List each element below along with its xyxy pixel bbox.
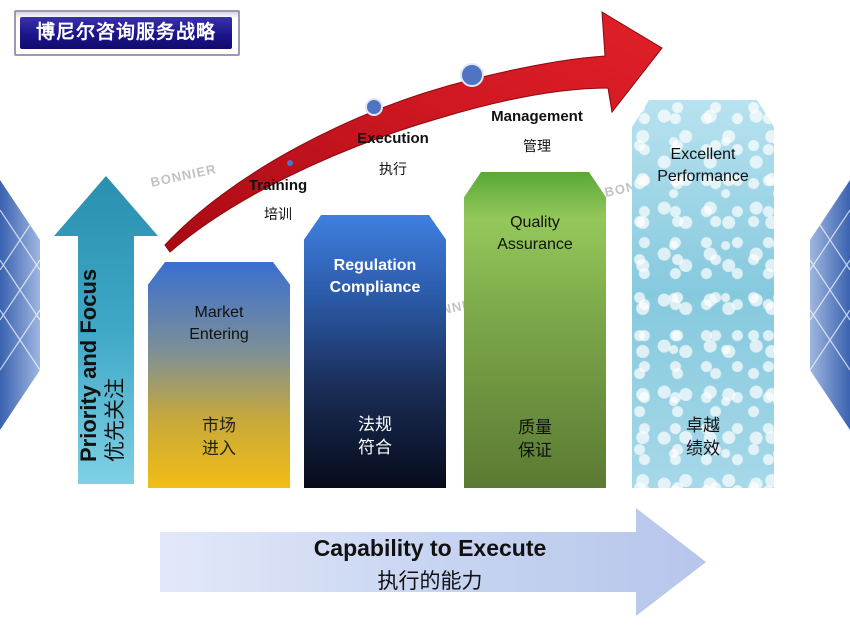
priority-up-arrow bbox=[54, 176, 158, 484]
pillar-quality-assurance: Quality Assurance 质量 保证 bbox=[464, 172, 606, 488]
management-dot-icon bbox=[460, 63, 484, 87]
pillar-cn-label: 法规 符合 bbox=[358, 415, 392, 457]
pillar-excellent-performance: Excellent Performance 卓越 绩效 bbox=[632, 100, 774, 488]
pillar-en-label: Market Entering bbox=[189, 304, 249, 343]
execution-dot-icon bbox=[365, 98, 383, 116]
pillar-cn-label: 质量 保证 bbox=[518, 418, 552, 460]
capability-axis-en: Capability to Execute bbox=[313, 535, 547, 561]
page-title: 博尼尔咨询服务战略 bbox=[35, 22, 216, 43]
pillar-cn-label: 市场 进入 bbox=[202, 416, 236, 458]
pillar-regulation-compliance: Regulation Compliance 法规 符合 bbox=[304, 215, 446, 488]
stage-label-management: Management bbox=[491, 108, 583, 125]
stage-label-training: Training bbox=[248, 177, 308, 194]
priority-axis-en: Priority and Focus bbox=[76, 268, 101, 462]
pillar-market-entering: Market Entering 市场 进入 bbox=[148, 262, 290, 488]
stage-label-execution: Execution bbox=[357, 130, 429, 147]
pillar-cn-label: 卓越 绩效 bbox=[686, 416, 720, 458]
stage-label-management-cn: 管理 bbox=[523, 138, 551, 154]
pillar-en-label: Regulation Compliance bbox=[329, 257, 421, 296]
capability-right-arrow bbox=[160, 508, 706, 616]
training-dot-icon bbox=[287, 160, 293, 166]
title-badge: 博尼尔咨询服务战略 bbox=[14, 10, 240, 56]
priority-axis-cn: 优先关注 bbox=[104, 378, 127, 462]
left-side-decoration bbox=[0, 180, 40, 430]
right-side-decoration bbox=[810, 180, 850, 430]
stage-label-execution-cn: 执行 bbox=[379, 161, 407, 177]
title-badge-inner: 博尼尔咨询服务战略 bbox=[20, 17, 232, 49]
capability-axis-cn: 执行的能力 bbox=[377, 570, 483, 593]
pillar-en-label: Quality Assurance bbox=[497, 214, 573, 253]
stage-label-training-cn: 培训 bbox=[264, 206, 292, 222]
pillar-en-label: Excellent Performance bbox=[657, 146, 749, 185]
